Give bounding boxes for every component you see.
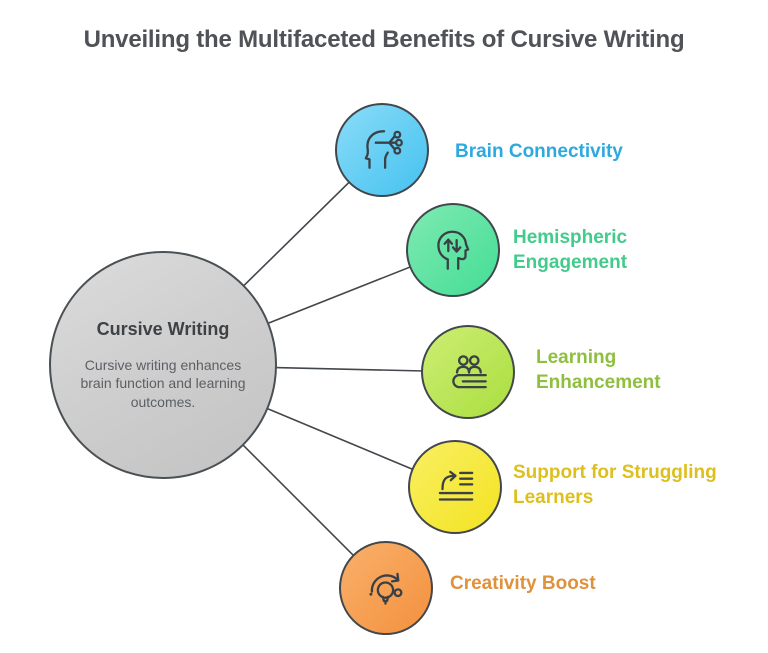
page-title: Unveiling the Multifaceted Benefits of C… xyxy=(83,26,685,53)
creativity-bulb-icon xyxy=(361,563,411,613)
node-circle-learning-enhancement xyxy=(421,325,515,419)
node-circle-hemispheric-engagement xyxy=(406,203,500,297)
node-circle-creativity-boost xyxy=(339,541,433,635)
head-arrows-icon xyxy=(428,225,478,275)
node-circle-brain-connectivity xyxy=(335,103,429,197)
node-circle-support-struggling-learners xyxy=(408,440,502,534)
list-arrow-icon xyxy=(430,462,480,512)
node-label-creativity-boost: Creativity Boost xyxy=(450,573,596,594)
central-node-title: Cursive Writing xyxy=(96,319,230,340)
learners-desk-icon xyxy=(443,347,493,397)
node-label-hemispheric-engagement: Hemispheric Engagement xyxy=(513,227,628,273)
node-label-support-struggling-learners: Support for Struggling Learners xyxy=(513,462,717,508)
central-node-description: Cursive writing enhances brain function … xyxy=(80,357,246,410)
central-node: Cursive Writing Cursive writing enhances… xyxy=(49,251,277,479)
node-label-brain-connectivity: Brain Connectivity xyxy=(455,141,623,162)
node-label-learning-enhancement: Learning Enhancement xyxy=(536,347,661,393)
brain-network-icon xyxy=(357,125,407,175)
